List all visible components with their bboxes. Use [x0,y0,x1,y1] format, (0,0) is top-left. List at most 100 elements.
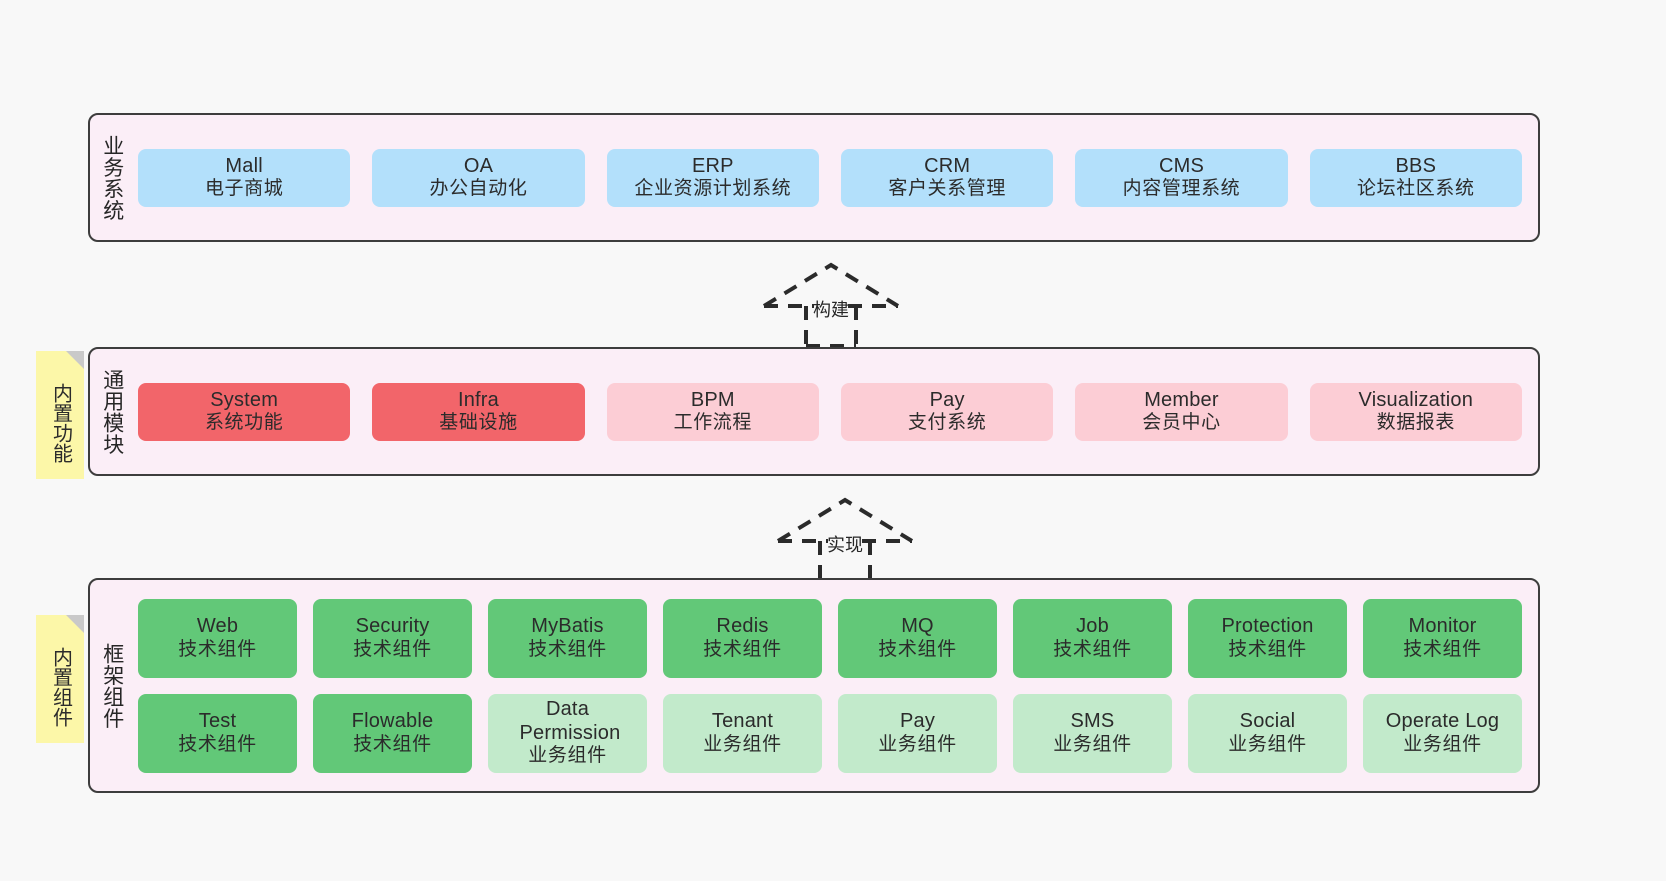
node-infra[interactable]: Infra 基础设施 [372,382,585,441]
node-visualization[interactable]: Visualization 数据报表 [1309,382,1522,441]
node-subtitle: 基础设施 [439,412,518,434]
node-bbs[interactable]: BBS 论坛社区系统 [1309,148,1522,207]
node-cms[interactable]: CMS 内容管理系统 [1075,148,1288,207]
node-sms[interactable]: SMS 业务组件 [1013,693,1172,773]
layer-framework-components: 框架组件 Web 技术组件 Security 技术组件 MyBatis 技术组件… [88,578,1540,793]
node-title: Member [1144,388,1219,411]
node-title: OA [463,154,494,177]
node-title: Tenant [711,710,774,732]
node-subtitle: 内容管理系统 [1122,178,1241,200]
node-bpm[interactable]: BPM 工作流程 [606,382,819,441]
node-subtitle: 电子商城 [204,178,284,200]
node-subtitle: 业务组件 [528,745,607,767]
node-subtitle: 业务组件 [878,733,957,755]
layer-body-business: Mall 电子商城 OA 办公自动化 ERP 企业资源计划系统 CRM 客户关系… [134,115,1538,240]
node-subtitle: 技术组件 [528,638,607,660]
node-subtitle: 技术组件 [1403,638,1482,660]
node-erp[interactable]: ERP 企业资源计划系统 [606,148,819,207]
node-subtitle: 技术组件 [178,638,257,660]
node-tenant[interactable]: Tenant 业务组件 [663,693,822,773]
node-subtitle: 客户关系管理 [888,178,1006,200]
node-title: BBS [1395,154,1437,177]
node-subtitle: 会员中心 [1142,412,1221,434]
node-title: Security [355,615,430,637]
sticky-note-builtin-features: 内置功能 [36,351,84,479]
node-redis[interactable]: Redis 技术组件 [663,598,822,678]
node-title: Visualization [1358,388,1474,411]
sticky-note-builtin-components: 内置组件 [36,615,84,743]
node-title: Mall [225,154,263,177]
node-mall[interactable]: Mall 电子商城 [138,148,351,207]
node-title: Social [1239,710,1296,732]
node-pay-component[interactable]: Pay 业务组件 [838,693,997,773]
node-title: Data Permission [519,698,621,744]
node-title: Test [198,710,237,732]
node-title: Protection [1221,615,1314,637]
layer-body-framework: Web 技术组件 Security 技术组件 MyBatis 技术组件 Redi… [134,580,1538,791]
node-subtitle: 企业资源计划系统 [634,178,792,200]
node-title: Infra [457,388,499,411]
node-title: Flowable [351,710,434,732]
node-title: Monitor [1408,615,1477,637]
node-subtitle: 技术组件 [1228,638,1307,660]
layer-body-common: System 系统功能 Infra 基础设施 BPM 工作流程 Pay 支付系统… [134,349,1538,474]
node-monitor[interactable]: Monitor 技术组件 [1363,598,1522,678]
node-title: Pay [929,388,965,411]
layer-title-common: 通用模块 [100,368,124,455]
node-row: System 系统功能 Infra 基础设施 BPM 工作流程 Pay 支付系统… [138,382,1522,441]
sticky-note-label: 内置功能 [49,383,72,463]
node-subtitle: 业务组件 [1403,733,1482,755]
node-subtitle: 技术组件 [353,638,432,660]
sticky-note-label: 内置组件 [49,647,72,727]
node-subtitle: 论坛社区系统 [1357,178,1475,200]
node-crm[interactable]: CRM 客户关系管理 [840,148,1054,207]
node-mybatis[interactable]: MyBatis 技术组件 [488,598,647,678]
node-title: System [210,388,279,411]
node-protection[interactable]: Protection 技术组件 [1188,598,1347,678]
folded-corner-icon [66,615,84,633]
node-subtitle: 支付系统 [907,412,987,434]
node-title: Web [196,615,239,637]
node-system[interactable]: System 系统功能 [138,382,351,441]
layer-title-framework: 框架组件 [100,642,124,729]
node-row: Mall 电子商城 OA 办公自动化 ERP 企业资源计划系统 CRM 客户关系… [138,148,1522,207]
node-web[interactable]: Web 技术组件 [138,598,297,678]
node-title: MyBatis [531,615,604,637]
node-row: Test 技术组件 Flowable 技术组件 Data Permission … [138,693,1522,773]
layer-common-modules: 通用模块 System 系统功能 Infra 基础设施 BPM 工作流程 Pay… [88,347,1540,476]
node-pay[interactable]: Pay 支付系统 [840,382,1054,441]
node-row: Web 技术组件 Security 技术组件 MyBatis 技术组件 Redi… [138,598,1522,678]
node-test[interactable]: Test 技术组件 [138,693,297,773]
node-title: MQ [901,615,934,637]
node-title: Operate Log [1385,710,1500,732]
node-job[interactable]: Job 技术组件 [1013,598,1172,678]
node-flowable[interactable]: Flowable 技术组件 [313,693,472,773]
node-subtitle: 业务组件 [1053,733,1132,755]
node-subtitle: 技术组件 [1053,638,1132,660]
node-oa[interactable]: OA 办公自动化 [372,148,585,207]
node-security[interactable]: Security 技术组件 [313,598,472,678]
node-title: CMS [1158,154,1204,177]
node-title: BPM [690,388,735,411]
node-title: Redis [716,615,769,637]
node-title: ERP [691,154,734,177]
dashed-hollow-arrow-icon [762,262,900,348]
node-mq[interactable]: MQ 技术组件 [838,598,997,678]
node-social[interactable]: Social 业务组件 [1188,693,1347,773]
node-subtitle: 系统功能 [204,412,284,434]
node-title: SMS [1070,710,1115,732]
layer-title-business: 业务系统 [100,134,124,221]
connector-build: 构建 [756,260,906,348]
folded-corner-icon [66,351,84,369]
node-data-permission[interactable]: Data Permission 业务组件 [488,693,647,773]
node-member[interactable]: Member 会员中心 [1075,382,1288,441]
connector-label-implement: 实现 [827,535,863,555]
connector-implement: 实现 [770,495,920,583]
node-subtitle: 工作流程 [673,412,753,434]
node-title: Pay [899,710,936,732]
node-subtitle: 办公自动化 [429,178,528,200]
node-operate-log[interactable]: Operate Log 业务组件 [1363,693,1522,773]
node-subtitle: 数据报表 [1376,412,1455,434]
node-title: Job [1076,615,1109,637]
